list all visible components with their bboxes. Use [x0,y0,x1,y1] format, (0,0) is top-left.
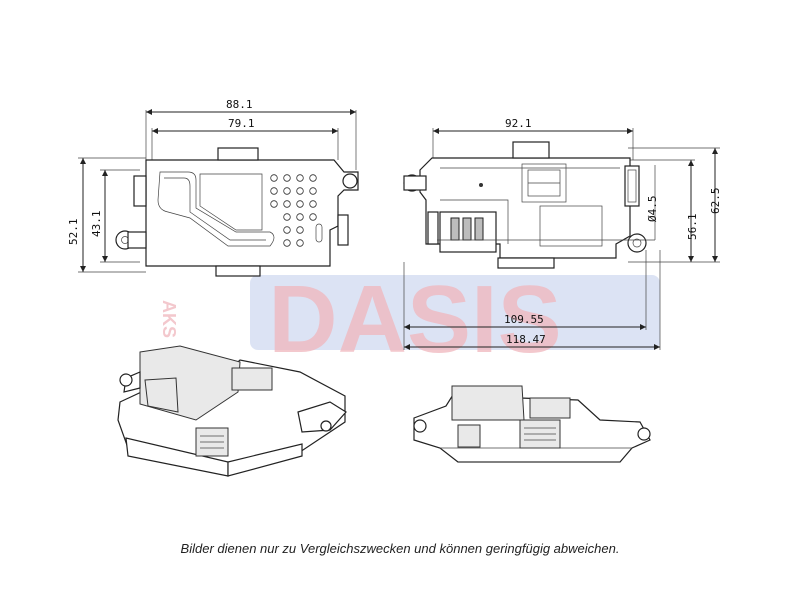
dim-length-outer: 118.47 [506,333,546,346]
watermark-side-text: AKS [159,300,179,338]
dim-hole-diameter: Ø4.5 [646,196,659,223]
dim-height-inner: 43.1 [90,211,103,238]
top-view: 88.1 79.1 52.1 43.1 [67,98,359,277]
isometric-view-right [413,385,651,463]
dim-height-inner-side: 56.1 [686,214,699,241]
disclaimer-caption: Bilder dienen nur zu Vergleichszwecken u… [180,541,620,556]
dim-length-inner: 109.55 [504,313,544,326]
isometric-view-left [117,345,347,477]
dim-top: 92.1 [505,117,532,130]
dim-height-outer-side: 62.5 [709,188,722,215]
dim-height-outer: 52.1 [67,219,80,246]
watermark-text: DASIS [268,266,561,373]
watermark: DASIS AKS [159,266,660,373]
dim-width-outer: 88.1 [226,98,253,111]
side-view: 92.1 62.5 56.1 Ø4.5 [403,117,722,350]
dim-width-inner: 79.1 [228,117,255,130]
